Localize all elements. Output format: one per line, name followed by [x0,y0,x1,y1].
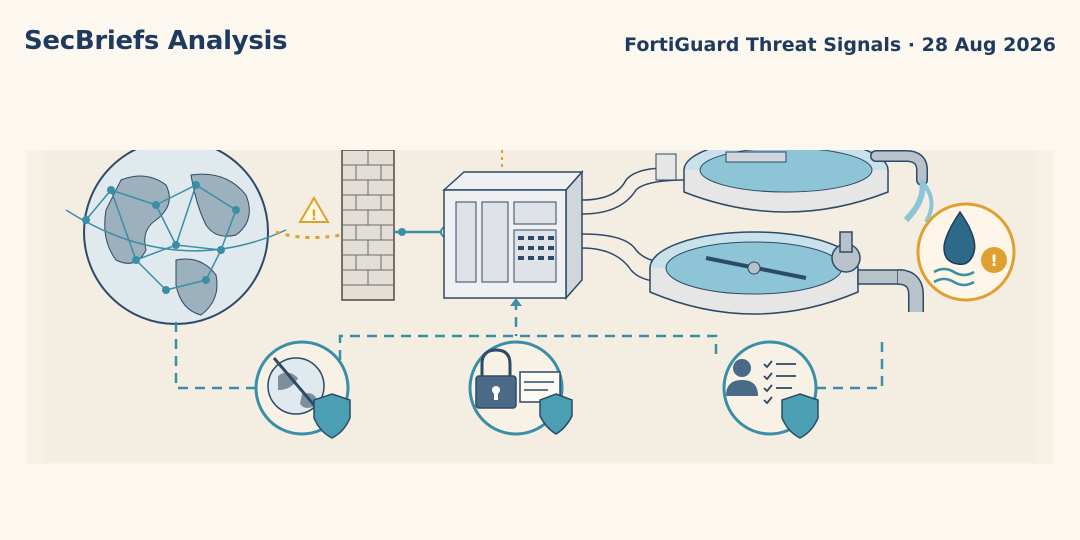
water-treatment-tank-icon [655,150,889,213]
pipe-valve-icon [870,150,934,224]
no-internet-shield-icon [254,340,351,439]
globe-network-icon [65,150,287,325]
pipe-valve-icon [831,231,924,312]
source-date: FortiGuard Threat Signals · 28 Aug 2026 [624,34,1056,56]
brand-title: SecBriefs Analysis [24,26,288,56]
svg-text:!: ! [990,251,997,270]
plc-controller-icon [442,150,584,300]
user-checklist-shield-icon [722,340,819,439]
firewall-icon [341,150,395,301]
water-treatment-tank-icon [649,231,859,315]
svg-text:!: ! [311,208,317,224]
water-drop-alert-icon: ! [916,202,1016,302]
lock-credential-shield-icon [468,340,573,436]
page-header: SecBriefs Analysis FortiGuard Threat Sig… [0,0,1080,90]
ics-security-illustration: ! [26,150,1054,464]
warning-icon: ! [298,196,330,224]
